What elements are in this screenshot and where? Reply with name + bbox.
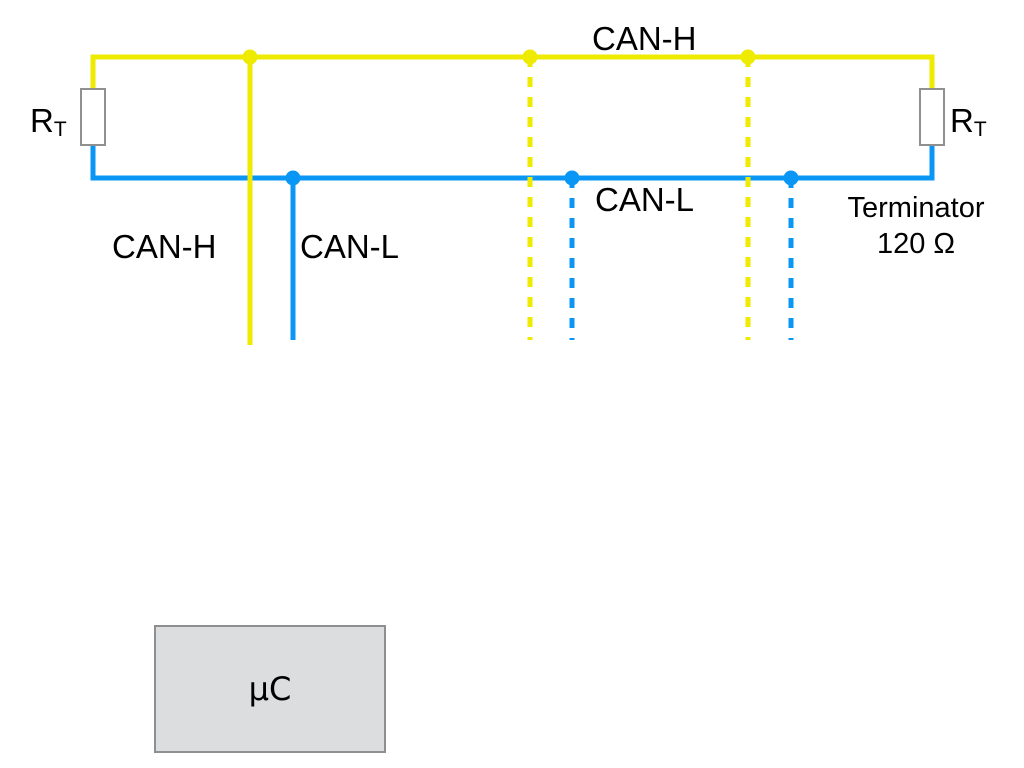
can-h-bus-line [90, 54, 935, 89]
terminator-resistor-right [919, 88, 945, 146]
stub-can-l-label: CAN-L [300, 228, 400, 265]
microcontroller-label: μC [248, 670, 292, 708]
terminator-label-name: Terminator [847, 192, 985, 224]
can-l-bus-line [90, 144, 935, 181]
resistor-left-label-sub: T [53, 118, 67, 141]
junction-dot-can-l-3 [783, 170, 799, 186]
bus-can-l-label: CAN-L [595, 181, 695, 218]
terminator-label-value: 120 Ω [876, 228, 956, 261]
junction-dot-can-h-3 [740, 49, 756, 65]
bus-can-h-label: CAN-H [592, 20, 697, 57]
junction-dot-can-h-2 [522, 49, 538, 65]
resistor-right-label-main: R [950, 102, 974, 139]
junction-dot-can-l-2 [564, 170, 580, 186]
resistor-right-label-sub: T [973, 118, 987, 141]
junction-dot-can-h-1 [242, 49, 258, 65]
resistor-right-label: RT [950, 104, 987, 140]
terminator-resistor-left [80, 88, 106, 146]
junction-dot-can-l-1 [285, 170, 301, 186]
resistor-left-label: RT [30, 104, 67, 140]
microcontroller-box: μC [154, 625, 386, 753]
terminator-label: Terminator 120 Ω [830, 190, 1002, 263]
stub-can-h-label: CAN-H [112, 228, 217, 265]
resistor-left-label-main: R [30, 102, 54, 139]
